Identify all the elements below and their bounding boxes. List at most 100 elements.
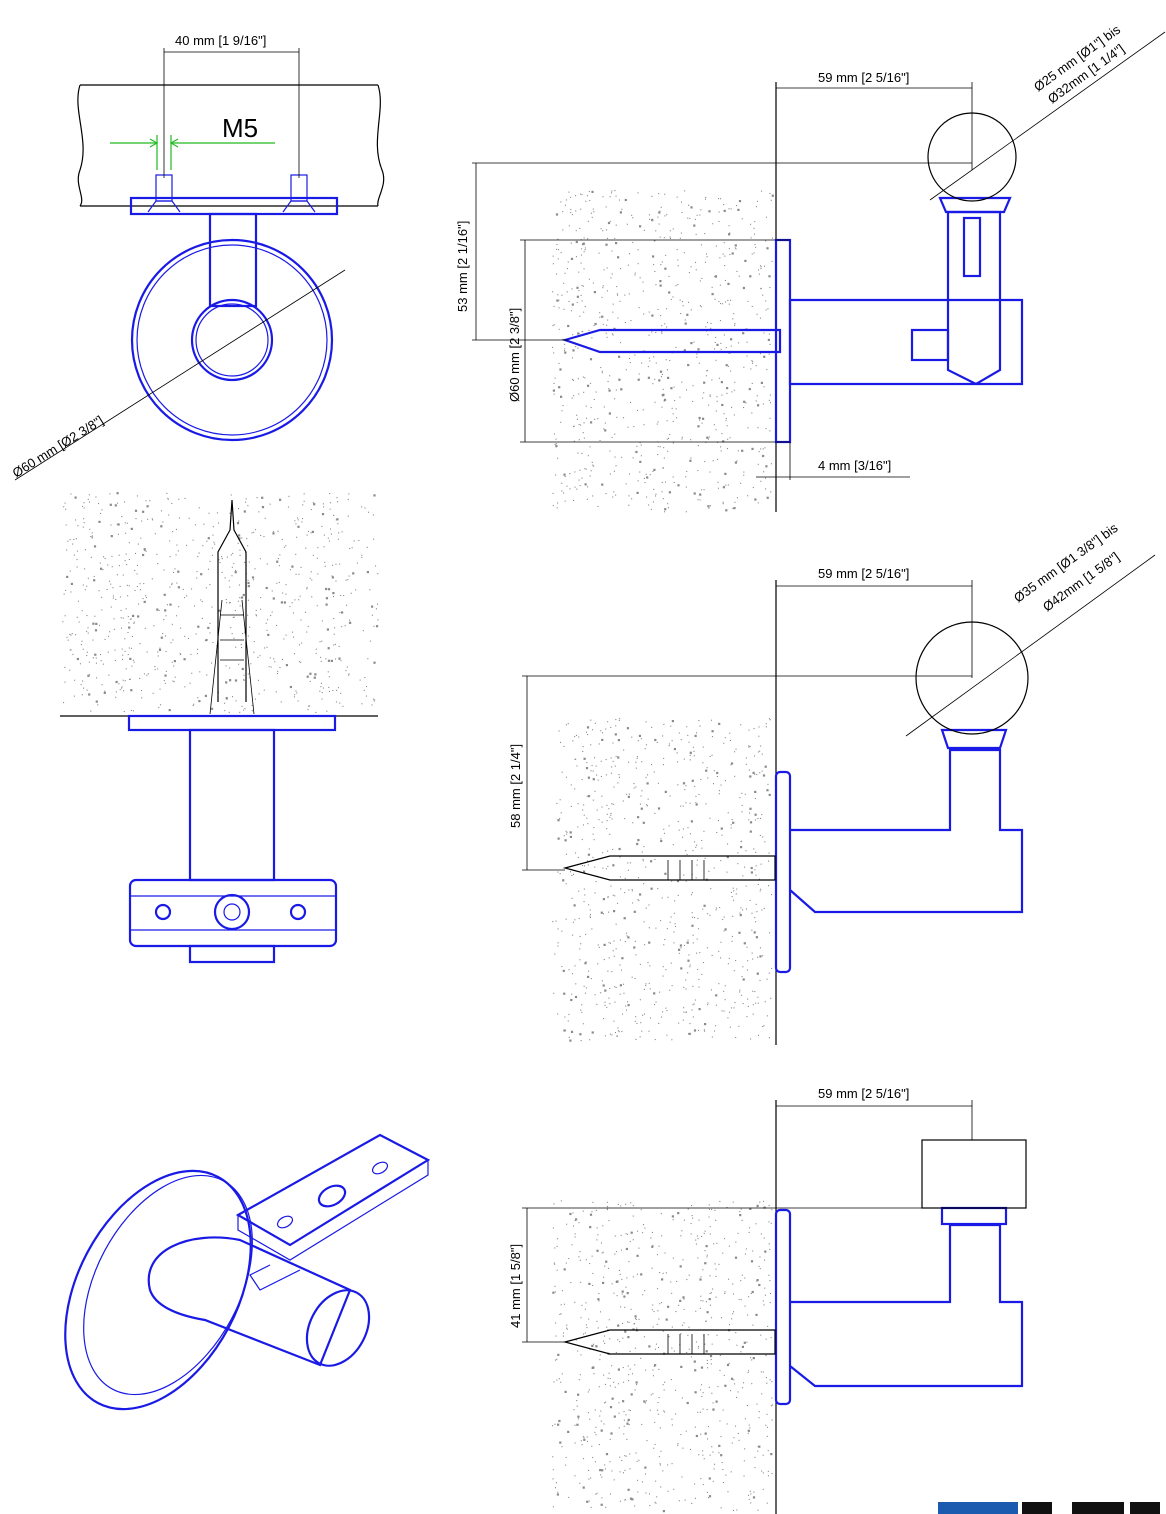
speckle-dot xyxy=(224,710,226,712)
speckle-dot xyxy=(707,1004,709,1006)
speckle-dot xyxy=(641,1481,643,1483)
speckle-dot xyxy=(668,745,670,747)
speckle-dot xyxy=(669,237,671,239)
speckle-dot xyxy=(734,461,737,464)
speckle-dot xyxy=(605,332,607,334)
speckle-dot xyxy=(645,983,647,985)
speckle-dot xyxy=(766,1015,768,1017)
iso-arm-end xyxy=(305,1289,371,1367)
speckle-dot xyxy=(659,1303,661,1305)
speckle-dot xyxy=(591,1211,593,1213)
speckle-dot xyxy=(295,553,297,555)
speckle-dot xyxy=(653,1311,655,1313)
speckle-dot xyxy=(556,1493,559,1496)
speckle-dot xyxy=(710,1359,712,1361)
speckle-dot xyxy=(643,313,645,315)
speckle-dot xyxy=(557,1423,560,1426)
speckle-dot xyxy=(733,1007,735,1009)
speckle-dot xyxy=(129,678,131,680)
speckle-dot xyxy=(612,303,614,305)
speckle-dot xyxy=(696,732,698,734)
speckle-dot xyxy=(768,852,770,854)
speckle-dot xyxy=(693,755,695,757)
speckle-dot xyxy=(725,484,727,486)
speckle-dot xyxy=(673,912,675,914)
speckle-dot xyxy=(301,642,303,644)
speckle-dot xyxy=(705,769,708,772)
speckle-dot xyxy=(592,833,594,835)
speckle-dot xyxy=(580,208,582,210)
speckle-dot xyxy=(619,876,621,878)
speckle-dot xyxy=(555,920,557,922)
speckle-dot xyxy=(741,1274,743,1276)
speckle-dot xyxy=(682,805,684,807)
speckle-dot xyxy=(575,195,577,197)
speckle-dot xyxy=(82,648,84,650)
speckle-dot xyxy=(561,771,563,773)
speckle-dot xyxy=(119,585,121,587)
speckle-dot xyxy=(579,959,581,961)
speckle-dot xyxy=(84,568,86,570)
speckle-dot xyxy=(741,792,743,794)
speckle-dot xyxy=(156,608,159,611)
speckle-dot xyxy=(557,258,559,260)
speckle-dot xyxy=(314,673,317,676)
speckle-dot xyxy=(738,931,741,934)
speckle-dot xyxy=(598,1444,600,1446)
speckle-dot xyxy=(738,1439,740,1441)
speckle-dot xyxy=(257,656,259,658)
speckle-dot xyxy=(680,739,682,741)
speckle-dot xyxy=(657,216,659,218)
speckle-dot xyxy=(66,636,68,638)
speckle-dot xyxy=(758,878,760,880)
speckle-dot xyxy=(73,538,75,540)
speckle-dot xyxy=(605,868,607,870)
speckle-dot xyxy=(754,991,756,993)
speckle-dot xyxy=(723,930,725,932)
speckle-dot xyxy=(574,965,576,967)
speckle-dot xyxy=(750,237,752,239)
speckle-dot xyxy=(608,911,610,913)
speckle-dot xyxy=(639,471,641,473)
speckle-dot xyxy=(711,1446,713,1448)
speckle-dot xyxy=(604,1468,606,1470)
speckle-dot xyxy=(658,1245,660,1247)
speckle-dot xyxy=(762,1371,764,1373)
speckle-dot xyxy=(660,838,662,840)
speckle-dot xyxy=(726,392,728,394)
speckle-dot xyxy=(574,486,576,488)
speckle-dot xyxy=(604,1335,606,1337)
speckle-dot xyxy=(130,647,132,649)
speckle-dot xyxy=(727,438,729,440)
speckle-dot xyxy=(657,446,659,448)
speckle-dot xyxy=(598,1293,600,1295)
speckle-dot xyxy=(197,697,199,699)
speckle-dot xyxy=(771,194,774,197)
speckle-dot xyxy=(315,711,317,713)
speckle-dot xyxy=(702,1408,704,1410)
speckle-dot xyxy=(240,644,242,646)
speckle-dot xyxy=(115,680,118,684)
speckle-dot xyxy=(566,833,568,835)
speckle-dot xyxy=(114,504,117,507)
speckle-dot xyxy=(621,1293,623,1295)
speckle-dot xyxy=(711,1317,713,1319)
speckle-dot xyxy=(337,687,339,689)
speckle-dot xyxy=(587,220,589,222)
speckle-dot xyxy=(64,681,66,683)
speckle-dot xyxy=(680,1333,682,1335)
speckle-dot xyxy=(643,229,645,231)
speckle-dot xyxy=(609,450,611,452)
speckle-dot xyxy=(198,507,200,509)
speckle-dot xyxy=(657,421,659,423)
speckle-dot xyxy=(771,967,773,969)
speckle-dot xyxy=(603,1374,605,1376)
speckle-dot xyxy=(704,461,706,463)
speckle-dot xyxy=(637,263,639,265)
speckle-dot xyxy=(654,1421,656,1423)
speckle-dot xyxy=(645,473,647,475)
speckle-dot xyxy=(697,1347,699,1349)
speckle-dot xyxy=(621,969,623,971)
speckle-dot xyxy=(757,1002,759,1004)
speckle-dot xyxy=(669,236,671,238)
